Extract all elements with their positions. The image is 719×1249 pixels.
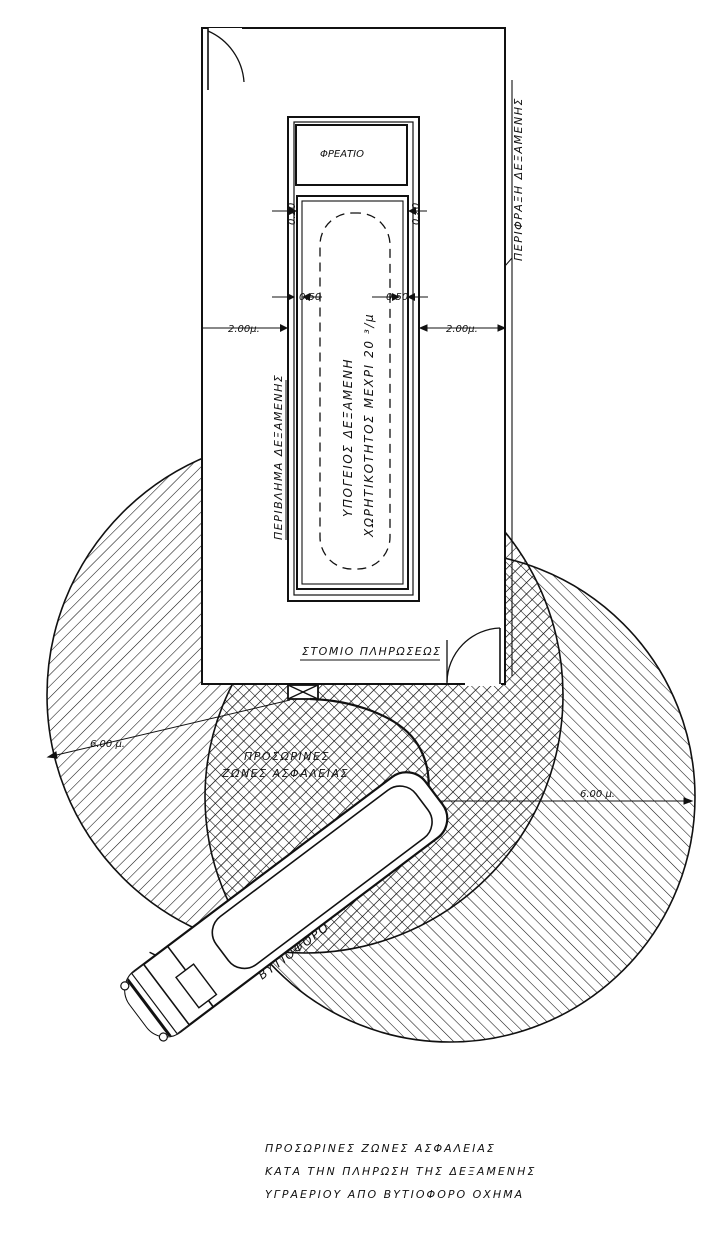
dim-020-left: 0.20 — [287, 203, 298, 225]
tank-label-line2: ΧΩΡΗΤΙΚΟΤΗΤΟΣ ΜΕΧΡΙ 20 ³/μ — [362, 313, 376, 538]
dim-050-right: 0.50 — [386, 292, 408, 303]
fence-label: ΠΕΡΙΦΡΑΞΗ ΔΕΞΑΜΕΝΗΣ — [512, 97, 525, 261]
tanker-vehicle — [115, 771, 449, 1047]
filling-hose — [309, 697, 430, 802]
dim-020-right: 0.20 — [411, 203, 422, 225]
dimension-lines — [46, 207, 694, 805]
filling-port — [287, 684, 430, 802]
tank-dashed-cylinder — [319, 212, 391, 570]
radius-label-right: 6.00 μ. — [580, 789, 615, 800]
shaft-box — [295, 124, 408, 186]
casing-label: ΠΕΡΙΒΛΗΜΑ ΔΕΞΑΜΕΝΗΣ — [272, 374, 285, 540]
dim-050-left: 0.50 — [299, 292, 321, 303]
radius-label-left: 6.00 μ. — [90, 739, 125, 750]
tank-label-line1: ΥΠΟΓΕΙΟΣ ΔΕΞΑΜΕΝΗ — [341, 358, 355, 517]
tank-structure — [287, 116, 420, 602]
filling-port-label: ΣΤΟΜΙΟ ΠΛΗΡΩΣΕΩΣ — [302, 645, 442, 658]
tank-inner-wall — [296, 195, 409, 590]
shaft-label: ΦΡΕΑΤΙΟ — [320, 149, 364, 160]
caption-line3: ΥΓΡΑΕΡΙΟΥ ΑΠΟ ΒΥΤΙΟΦΟΡΟ ΟΧΗΜΑ — [265, 1188, 524, 1201]
caption-line2: ΚΑΤΑ ΤΗΝ ΠΛΗΡΩΣΗ ΤΗΣ ΔΕΞΑΜΕΝΗΣ — [265, 1165, 536, 1178]
caption: ΠΡΟΣΩΡΙΝΕΣ ΖΩΝΕΣ ΑΣΦΑΛΕΙΑΣ ΚΑΤΑ ΤΗΝ ΠΛΗΡ… — [265, 1142, 536, 1201]
caption-line1: ΠΡΟΣΩΡΙΝΕΣ ΖΩΝΕΣ ΑΣΦΑΛΕΙΑΣ — [265, 1142, 496, 1155]
dim-200-left: 2.00μ. — [228, 324, 260, 335]
safety-zones-label-line2: ΖΩΝΕΣ ΑΣΦΑΛΕΙΑΣ — [221, 767, 349, 780]
dim-200-right: 2.00μ. — [446, 324, 478, 335]
tank-outer-casing — [287, 116, 420, 602]
safety-zones-label-line1: ΠΡΟΣΩΡΙΝΕΣ — [244, 750, 330, 763]
